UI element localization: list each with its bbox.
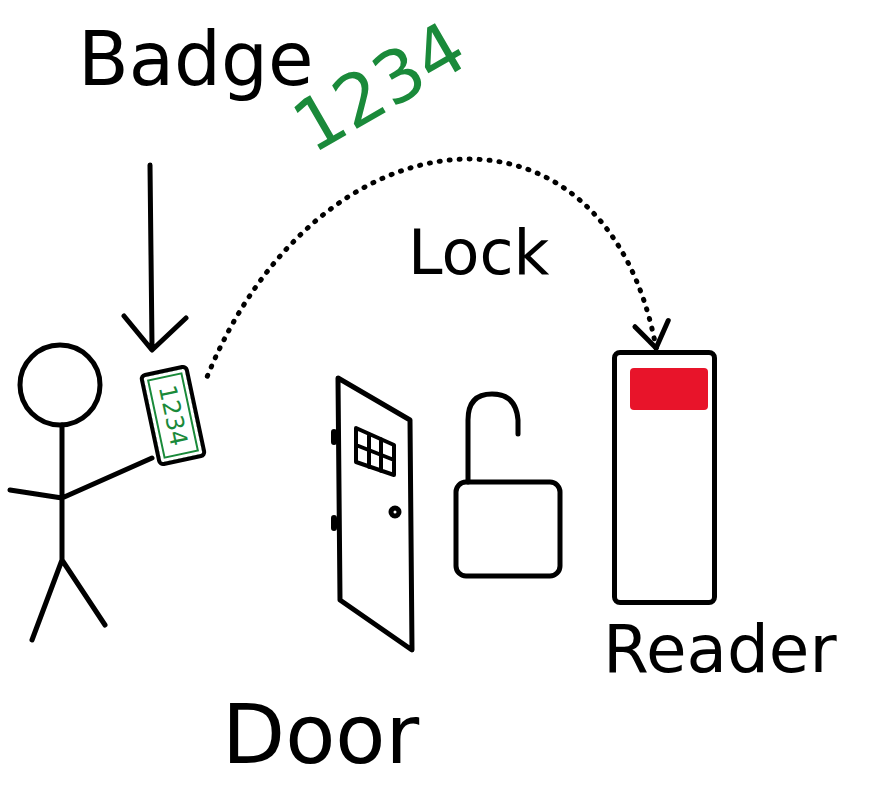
card-reader: Reader xyxy=(612,350,717,605)
person-head xyxy=(20,345,100,425)
signal-connector xyxy=(207,159,668,376)
reader-indicator xyxy=(630,368,708,410)
arrow-head xyxy=(635,327,656,348)
door-label: Door xyxy=(222,694,419,776)
leader-arrow xyxy=(124,165,186,350)
arrow-head xyxy=(656,321,668,348)
dotted-arc xyxy=(207,159,656,376)
person-body xyxy=(10,425,152,640)
badge-label: Badge xyxy=(78,22,314,96)
badge-card: 1234 xyxy=(139,364,208,467)
lock-label: Lock xyxy=(408,222,549,284)
door-outline xyxy=(338,378,412,650)
badge-number: 1234 xyxy=(155,383,191,448)
door-window xyxy=(356,428,394,475)
reader-heading: Reader xyxy=(603,617,837,683)
door-knob xyxy=(391,508,399,516)
padlock-shackle xyxy=(468,394,518,482)
padlock-body xyxy=(456,482,560,576)
door-hinge xyxy=(331,432,337,528)
